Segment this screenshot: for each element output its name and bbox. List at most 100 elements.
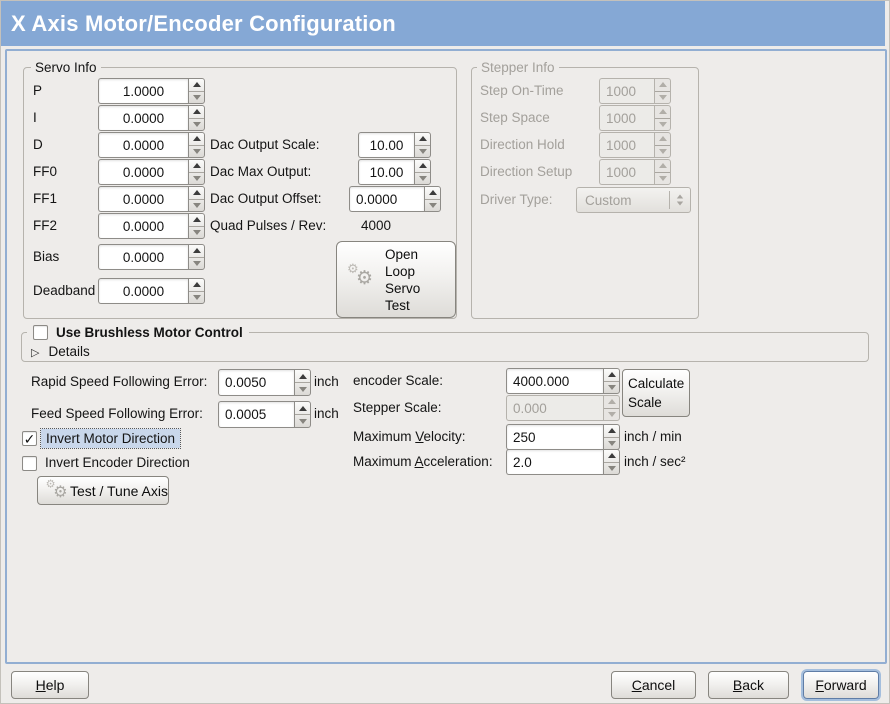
spin-up-icon[interactable] <box>295 370 310 382</box>
spin-down-icon[interactable] <box>415 171 430 185</box>
max-velocity-input[interactable]: 250 <box>506 424 603 450</box>
spin-up-icon[interactable] <box>189 160 204 172</box>
max-velocity-spin-buttons[interactable] <box>603 424 620 450</box>
spin-down-icon[interactable] <box>295 414 310 427</box>
calculate-scale-button[interactable]: Calculate Scale <box>622 369 690 417</box>
max-acceleration-spin-buttons[interactable] <box>603 449 620 475</box>
rapid-following-error-spinbox[interactable]: 0.0050 <box>218 369 311 396</box>
open-loop-servo-test-button[interactable]: Open Loop Servo Test <box>336 241 456 318</box>
max-acceleration-spinbox[interactable]: 2.0 <box>506 449 620 475</box>
spin-down-icon[interactable] <box>189 171 204 185</box>
forward-button[interactable]: Forward <box>803 671 879 699</box>
max-velocity-spinbox[interactable]: 250 <box>506 424 620 450</box>
i-label: I <box>33 110 37 125</box>
step-on-time-spinbox: 1000 <box>599 78 671 104</box>
dac-output-offset-spinbox[interactable]: 0.0000 <box>349 186 441 212</box>
ff2-spin-buttons[interactable] <box>188 213 205 239</box>
bias-input[interactable]: 0.0000 <box>98 244 188 270</box>
dac-max-output-spin-buttons[interactable] <box>414 159 431 185</box>
spin-down-icon[interactable] <box>425 198 440 212</box>
p-spinbox[interactable]: 1.0000 <box>98 78 205 104</box>
ff2-spinbox[interactable]: 0.0000 <box>98 213 205 239</box>
back-button[interactable]: Back <box>708 671 789 699</box>
invert-motor-label[interactable]: Invert Motor Direction <box>39 428 182 449</box>
dac-output-scale-input[interactable]: 10.00 <box>358 132 414 158</box>
spin-up-icon[interactable] <box>425 187 440 199</box>
invert-motor-checkbox[interactable] <box>22 431 37 446</box>
spin-up-icon[interactable] <box>189 214 204 226</box>
spin-up-icon[interactable] <box>604 450 619 462</box>
spin-down-icon[interactable] <box>189 198 204 212</box>
spin-up-icon[interactable] <box>415 160 430 172</box>
deadband-input[interactable]: 0.0000 <box>98 278 188 304</box>
invert-encoder-checkbox[interactable] <box>22 456 37 471</box>
invert-encoder-label[interactable]: Invert Encoder Direction <box>45 455 190 470</box>
bias-spin-buttons[interactable] <box>188 244 205 270</box>
spin-up-icon[interactable] <box>604 425 619 437</box>
spin-down-icon[interactable] <box>189 256 204 270</box>
feed-following-error-input[interactable]: 0.0005 <box>218 401 294 428</box>
dac-output-offset-input[interactable]: 0.0000 <box>349 186 424 212</box>
encoder-scale-spin-buttons[interactable] <box>603 368 620 394</box>
stepper-info-frame <box>471 67 699 319</box>
spin-up-icon[interactable] <box>415 133 430 145</box>
spin-down-icon[interactable] <box>189 144 204 158</box>
dac-max-output-spinbox[interactable]: 10.00 <box>358 159 431 185</box>
test-tune-axis-button[interactable]: Test / Tune Axis <box>37 476 169 505</box>
spin-up-icon[interactable] <box>189 106 204 118</box>
calculate-scale-label: Calculate Scale <box>628 376 685 410</box>
ff1-spinbox[interactable]: 0.0000 <box>98 186 205 212</box>
ff1-spin-buttons[interactable] <box>188 186 205 212</box>
spin-up-icon[interactable] <box>189 245 204 257</box>
rapid-following-error-spin-buttons[interactable] <box>294 369 311 396</box>
max-acceleration-input[interactable]: 2.0 <box>506 449 603 475</box>
spin-down-icon[interactable] <box>189 117 204 131</box>
brushless-checkbox[interactable] <box>33 324 48 340</box>
feed-following-error-spin-buttons[interactable] <box>294 401 311 428</box>
ff2-input[interactable]: 0.0000 <box>98 213 188 239</box>
bias-spinbox[interactable]: 0.0000 <box>98 244 205 270</box>
details-expander[interactable]: Details <box>31 344 90 359</box>
deadband-spinbox[interactable]: 0.0000 <box>98 278 205 304</box>
ff0-input[interactable]: 0.0000 <box>98 159 188 185</box>
i-spin-buttons[interactable] <box>188 105 205 131</box>
spin-down-icon[interactable] <box>189 90 204 104</box>
cancel-button[interactable]: Cancel <box>611 671 696 699</box>
spin-up-icon[interactable] <box>295 402 310 414</box>
spin-down-icon[interactable] <box>415 144 430 158</box>
d-spin-buttons[interactable] <box>188 132 205 158</box>
encoder-scale-input[interactable]: 4000.000 <box>506 368 603 394</box>
deadband-spin-buttons[interactable] <box>188 278 205 304</box>
d-input[interactable]: 0.0000 <box>98 132 188 158</box>
ff1-input[interactable]: 0.0000 <box>98 186 188 212</box>
ff0-spin-buttons[interactable] <box>188 159 205 185</box>
rapid-following-error-input[interactable]: 0.0050 <box>218 369 294 396</box>
spin-down-icon[interactable] <box>604 380 619 394</box>
dac-output-scale-spin-buttons[interactable] <box>414 132 431 158</box>
d-spinbox[interactable]: 0.0000 <box>98 132 205 158</box>
spin-up-icon[interactable] <box>189 133 204 145</box>
spin-up-icon[interactable] <box>604 369 619 381</box>
details-label[interactable]: Details <box>48 344 90 359</box>
ff0-spinbox[interactable]: 0.0000 <box>98 159 205 185</box>
dac-output-scale-spinbox[interactable]: 10.00 <box>358 132 431 158</box>
p-input[interactable]: 1.0000 <box>98 78 188 104</box>
p-spin-buttons[interactable] <box>188 78 205 104</box>
encoder-scale-spinbox[interactable]: 4000.000 <box>506 368 620 394</box>
spin-up-icon[interactable] <box>189 187 204 199</box>
help-button[interactable]: Help <box>11 671 89 699</box>
dac-max-output-input[interactable]: 10.00 <box>358 159 414 185</box>
i-spinbox[interactable]: 0.0000 <box>98 105 205 131</box>
expander-arrow-icon[interactable] <box>31 344 39 359</box>
spin-down-icon[interactable] <box>295 382 310 395</box>
spin-down-icon[interactable] <box>604 436 619 450</box>
spin-down-icon[interactable] <box>189 290 204 304</box>
feed-following-error-spinbox[interactable]: 0.0005 <box>218 401 311 428</box>
spin-up-icon[interactable] <box>189 79 204 91</box>
brushless-label[interactable]: Use Brushless Motor Control <box>56 324 243 340</box>
spin-up-icon[interactable] <box>189 279 204 291</box>
dac-output-offset-spin-buttons[interactable] <box>424 186 441 212</box>
i-input[interactable]: 0.0000 <box>98 105 188 131</box>
spin-down-icon[interactable] <box>604 461 619 475</box>
spin-down-icon[interactable] <box>189 225 204 239</box>
